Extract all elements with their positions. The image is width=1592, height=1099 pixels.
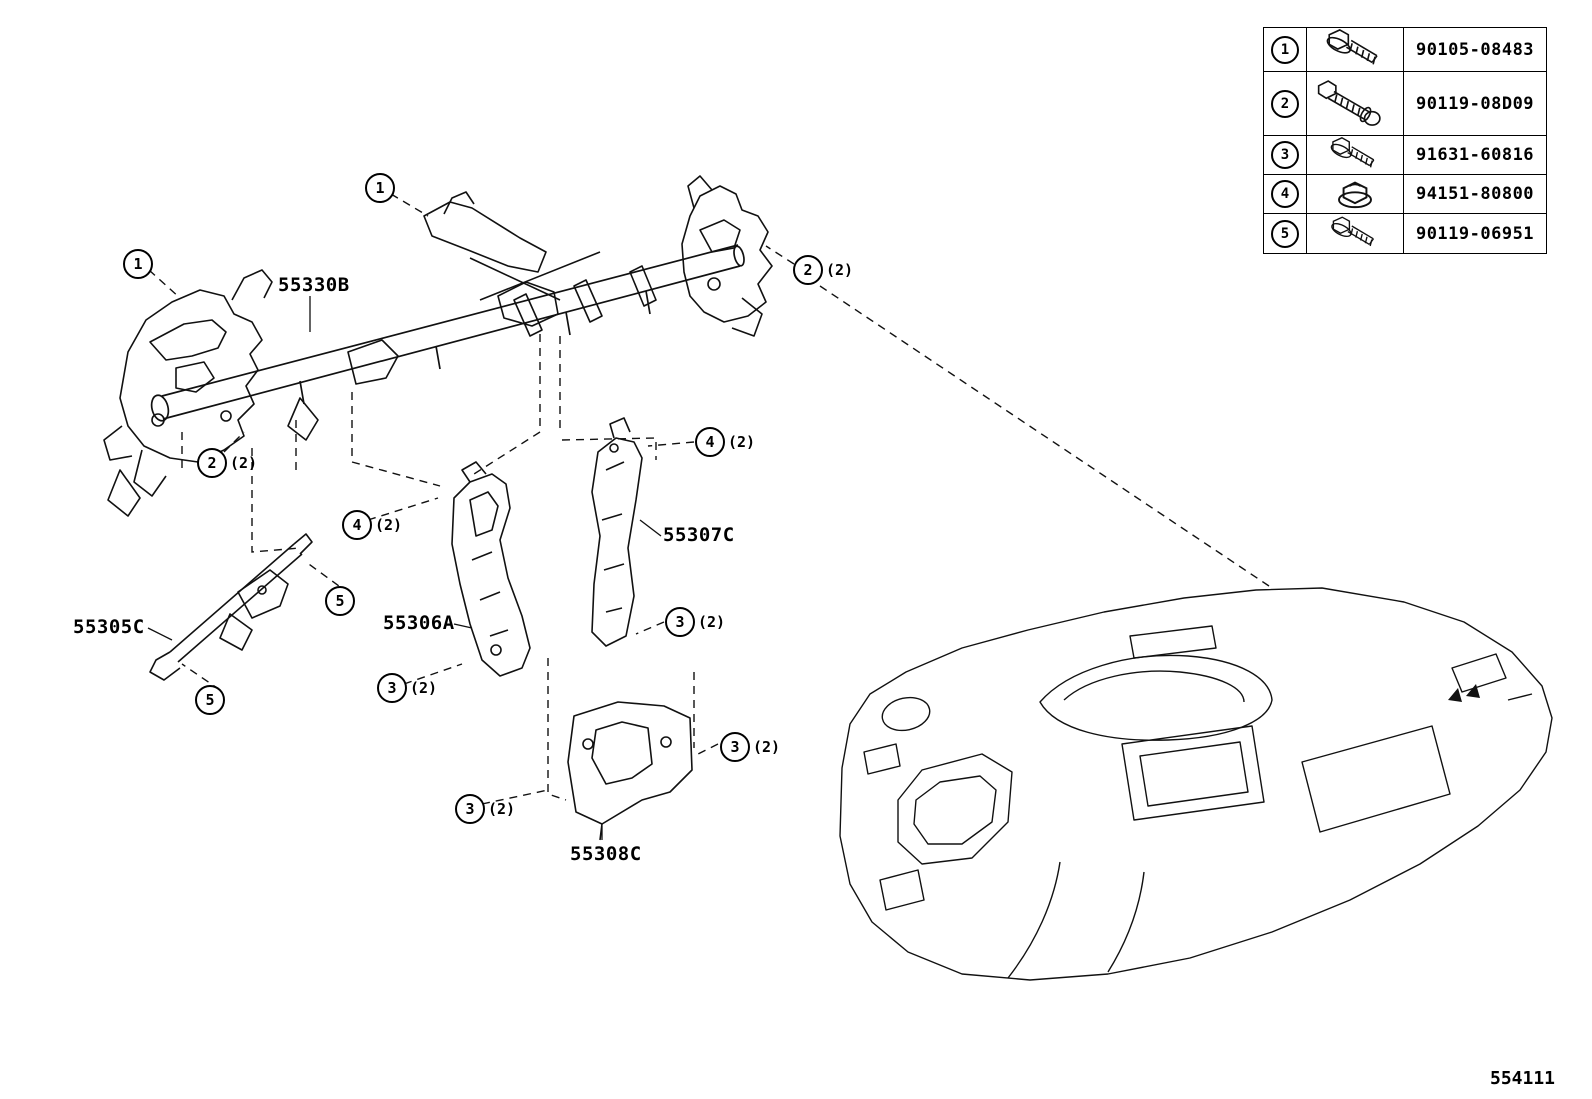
part-label-55306A[interactable]: 55306A — [383, 612, 455, 634]
center-brackets — [287, 191, 657, 441]
part-label-55305C[interactable]: 55305C — [73, 616, 145, 638]
callout-3[interactable]: 3 (2) — [377, 673, 437, 703]
part-label-55330B[interactable]: 55330B — [278, 274, 350, 296]
callout-4[interactable]: 4 (2) — [342, 510, 402, 540]
right-end-bracket-cluster — [681, 175, 773, 337]
fastener-index: 2 — [1271, 89, 1299, 118]
part-label-55308C[interactable]: 55308C — [570, 843, 642, 865]
callout-1[interactable]: 1 — [123, 249, 156, 279]
callout-3[interactable]: 3 (2) — [455, 794, 515, 824]
stud-bolt-icon — [1317, 79, 1381, 126]
callout-circle[interactable]: 3 — [720, 732, 750, 762]
callout-qty: (2) — [728, 433, 756, 451]
fastener-part-number[interactable]: 90119-06951 — [1403, 213, 1547, 254]
callout-qty: (2) — [230, 454, 258, 472]
left-end-bracket-cluster — [103, 269, 273, 517]
fastener-index: 5 — [1271, 219, 1299, 248]
callout-1[interactable]: 1 — [365, 173, 398, 203]
part-55308C-bracket — [567, 701, 693, 841]
part-label-55307C[interactable]: 55307C — [663, 524, 735, 546]
callout-qty: (2) — [375, 516, 403, 534]
hex-flange-bolt-icon — [1329, 216, 1375, 247]
hex-flange-bolt-icon — [1328, 137, 1375, 168]
part-55330B-crossmember — [150, 244, 745, 422]
fastener-row[interactable]: 4 94151-80800 — [1263, 174, 1547, 214]
fastener-row[interactable]: 2 90119-08D09 — [1263, 71, 1547, 136]
callout-circle[interactable]: 2 — [793, 255, 823, 285]
callout-circle[interactable]: 5 — [195, 685, 225, 715]
part-55307C-stay — [591, 417, 643, 647]
fastener-index: 4 — [1271, 180, 1299, 208]
assembly-reference-lines — [148, 193, 1273, 805]
callout-2[interactable]: 2 (2) — [793, 255, 853, 285]
fastener-part-number[interactable]: 90105-08483 — [1403, 27, 1547, 72]
part-55306A-stay — [451, 461, 531, 677]
hex-flange-bolt-icon — [1324, 28, 1378, 65]
instrument-panel-outline — [839, 587, 1553, 981]
callout-4[interactable]: 4 (2) — [695, 427, 755, 457]
callout-qty: (2) — [753, 738, 781, 756]
callout-circle[interactable]: 3 — [455, 794, 485, 824]
callout-3[interactable]: 3 (2) — [720, 732, 780, 762]
callout-circle[interactable]: 1 — [123, 249, 153, 279]
callout-3[interactable]: 3 (2) — [665, 607, 725, 637]
callout-circle[interactable]: 4 — [695, 427, 725, 457]
fastener-row[interactable]: 5 90119-06951 — [1263, 213, 1547, 254]
fastener-row[interactable]: 3 91631-60816 — [1263, 135, 1547, 175]
callout-qty: (2) — [698, 613, 726, 631]
callout-circle[interactable]: 3 — [377, 673, 407, 703]
callout-circle[interactable]: 3 — [665, 607, 695, 637]
callout-5[interactable]: 5 — [195, 685, 228, 715]
fastener-part-number[interactable]: 90119-08D09 — [1403, 71, 1547, 136]
callout-2[interactable]: 2 (2) — [197, 448, 257, 478]
callout-circle[interactable]: 5 — [325, 586, 355, 616]
callout-5[interactable]: 5 — [325, 586, 358, 616]
fastener-part-number[interactable]: 94151-80800 — [1403, 174, 1547, 214]
callout-circle[interactable]: 2 — [197, 448, 227, 478]
callout-circle[interactable]: 1 — [365, 173, 395, 203]
flange-nut-icon — [1338, 181, 1372, 209]
fastener-table: 1 90105-08483 2 90119-08D09 3 91631-6081… — [1263, 27, 1547, 254]
callout-qty: (2) — [826, 261, 854, 279]
fastener-index: 3 — [1271, 141, 1299, 169]
fastener-part-number[interactable]: 91631-60816 — [1403, 135, 1547, 175]
label-leader-lines — [147, 296, 662, 840]
fastener-row[interactable]: 1 90105-08483 — [1263, 27, 1547, 72]
diagram-number: 554111 — [1490, 1068, 1556, 1089]
callout-qty: (2) — [410, 679, 438, 697]
callout-qty: (2) — [488, 800, 516, 818]
callout-circle[interactable]: 4 — [342, 510, 372, 540]
part-55305C-brace — [149, 533, 313, 681]
fastener-index: 1 — [1271, 35, 1299, 64]
